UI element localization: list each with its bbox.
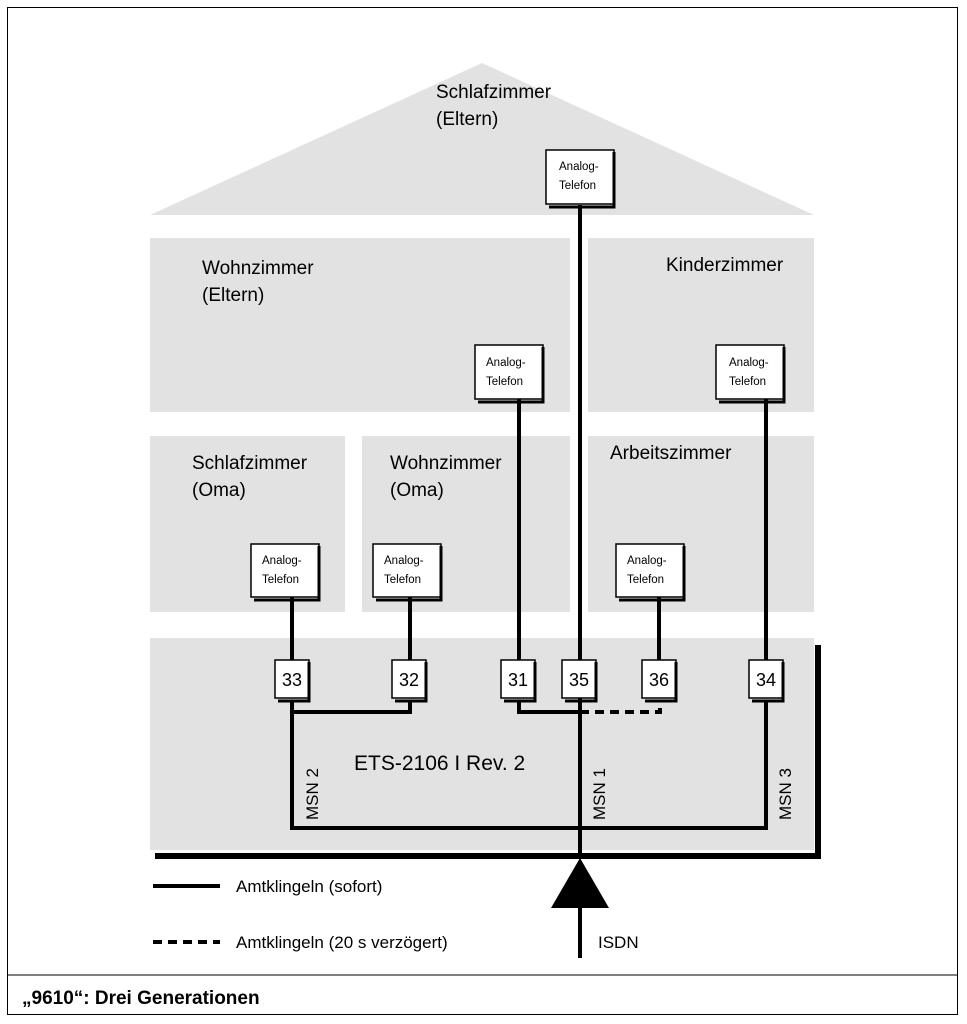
attic-room-label: Schlafzimmer (436, 82, 552, 103)
legend-solid-label: Amtklingeln (sofort) (236, 877, 382, 896)
phone-label: Analog- (559, 161, 599, 173)
port-33-label: 33 (282, 670, 302, 690)
port-31-label: 31 (508, 670, 528, 690)
phone-label: Telefon (729, 376, 766, 388)
device-label: ETS-2106 I Rev. 2 (354, 752, 525, 775)
msn-1-label: MSN 1 (590, 768, 609, 820)
legend-dashed-label: Amtklingeln (20 s verzögert) (236, 933, 448, 952)
living-parents-label: Wohnzimmer (202, 258, 314, 279)
phone-label: Analog- (627, 555, 667, 567)
port-34: 34 (748, 659, 785, 703)
port-35-label: 35 (569, 670, 589, 690)
office-label: Arbeitszimmer (610, 443, 732, 464)
attic-room-sublabel: (Eltern) (436, 109, 498, 130)
phone-label: Analog- (262, 555, 302, 567)
phone-label: Telefon (559, 180, 596, 192)
phone-living-oma: Analog- Telefon (372, 543, 443, 602)
device-box (150, 638, 814, 850)
figure-caption: „9610“: Drei Generationen (22, 988, 260, 1009)
phone-label: Telefon (262, 574, 299, 586)
phone-kids: Analog- Telefon (715, 344, 786, 404)
phone-label: Telefon (384, 574, 421, 586)
port-34-label: 34 (756, 670, 776, 690)
phone-label: Analog- (486, 357, 526, 369)
device-box-shadow (155, 645, 821, 859)
port-36-label: 36 (649, 670, 669, 690)
roof-attic-room (150, 63, 814, 215)
port-36: 36 (641, 659, 678, 703)
living-oma-sublabel: (Oma) (390, 480, 444, 501)
port-31: 31 (500, 659, 537, 703)
phone-label: Telefon (627, 574, 664, 586)
bedroom-oma-label: Schlafzimmer (192, 453, 308, 474)
phone-office: Analog- Telefon (615, 543, 686, 602)
solid-wiring (290, 205, 768, 958)
delayed-wiring (580, 702, 662, 714)
port-35: 35 (561, 659, 598, 703)
bedroom-oma-sublabel: (Oma) (192, 480, 246, 501)
port-32-label: 32 (399, 670, 419, 690)
msn-2-label: MSN 2 (303, 768, 322, 820)
isdn-label: ISDN (598, 933, 639, 952)
phone-label: Analog- (729, 357, 769, 369)
kids-room-label: Kinderzimmer (666, 255, 784, 276)
phone-label: Telefon (486, 376, 523, 388)
phone-attic: Analog- Telefon (545, 149, 616, 209)
phone-bedroom-oma: Analog- Telefon (250, 543, 321, 602)
diagram-frame (7, 7, 958, 1015)
port-32: 32 (391, 659, 428, 703)
msn-3-label: MSN 3 (776, 768, 795, 820)
living-parents-sublabel: (Eltern) (202, 285, 264, 306)
phone-label: Analog- (384, 555, 424, 567)
living-oma-label: Wohnzimmer (390, 453, 502, 474)
phone-living-parents: Analog- Telefon (474, 344, 545, 404)
isdn-arrow (551, 858, 609, 908)
port-33: 33 (274, 659, 311, 703)
